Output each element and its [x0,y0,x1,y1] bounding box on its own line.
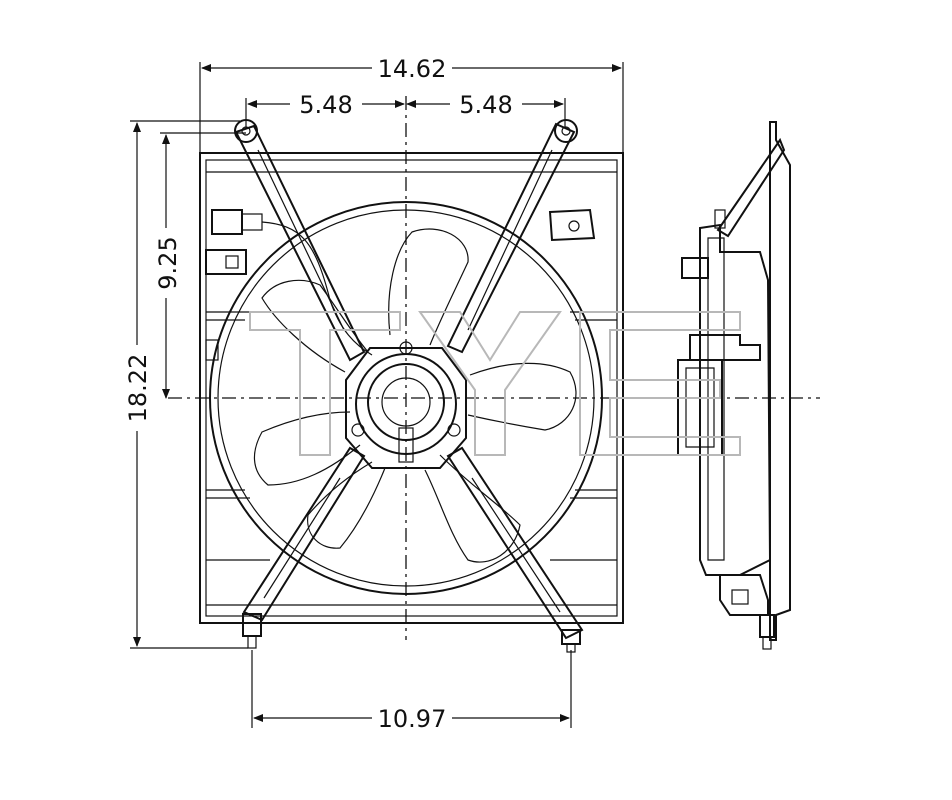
wiring-connector [205,208,596,361]
left-offset-label: 5.48 [299,91,352,119]
dimension-right-offset: 5.48 [406,91,566,128]
upper-height-label: 9.25 [154,236,182,289]
overall-width-label: 14.62 [378,55,447,83]
brand-watermark [249,311,741,456]
mounting-eyes [234,119,581,653]
fan-blades [253,228,577,563]
dimension-overall-height: 18.22 [124,120,248,649]
dimension-overall-width: 14.62 [199,55,624,160]
dimension-left-offset: 5.48 [245,91,405,128]
dimension-bottom-span: 10.97 [251,650,572,733]
side-view [677,121,791,650]
bottom-span-label: 10.97 [378,705,447,733]
overall-height-label: 18.22 [124,354,152,423]
right-offset-label: 5.48 [459,91,512,119]
dimension-upper-height: 9.25 [154,132,246,399]
shroud-frame [199,152,624,624]
